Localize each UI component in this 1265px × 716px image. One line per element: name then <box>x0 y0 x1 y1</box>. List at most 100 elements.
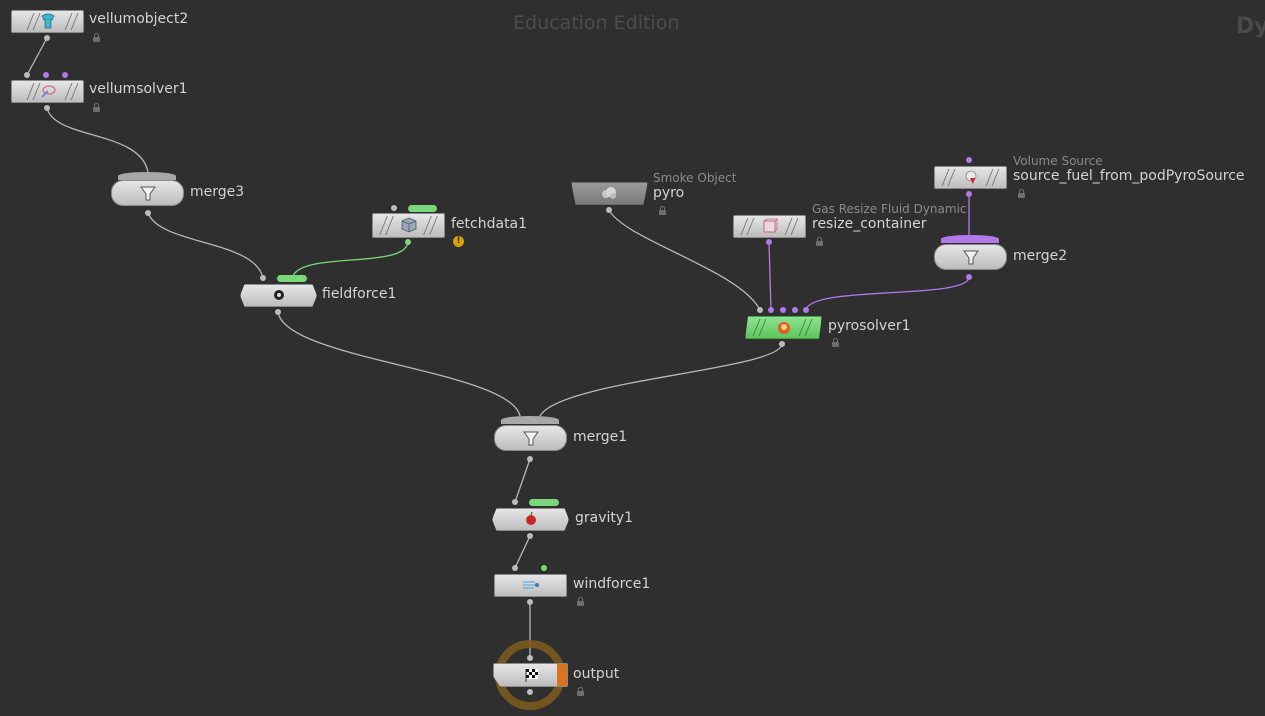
output-connector[interactable] <box>527 533 533 539</box>
output-connector[interactable] <box>527 689 533 695</box>
input-connector[interactable] <box>527 655 533 661</box>
input-bar[interactable] <box>408 205 437 212</box>
output-connector[interactable] <box>766 239 772 245</box>
wire-vellumsolver1-merge3 <box>46 107 149 173</box>
lock-icon[interactable] <box>93 33 100 42</box>
node-label: pyro <box>653 185 685 201</box>
node-body[interactable] <box>745 316 822 339</box>
funnel-icon <box>522 429 540 447</box>
display-flag[interactable] <box>557 664 567 686</box>
node-label: gravity1 <box>575 510 634 526</box>
output-connector[interactable] <box>44 35 50 41</box>
output-connector[interactable] <box>405 239 411 245</box>
output-connector[interactable] <box>966 191 972 197</box>
input-connector[interactable] <box>780 307 786 313</box>
cube-icon <box>400 217 418 233</box>
node-label: output <box>573 666 620 682</box>
node-label: merge1 <box>573 429 628 445</box>
wire-gravity1-windforce1 <box>514 535 531 569</box>
output-connector[interactable] <box>44 105 50 111</box>
fire-icon <box>775 319 793 335</box>
node-label: fetchdata1 <box>451 216 528 232</box>
node-label: source_fuel_from_podPyroSource <box>1013 168 1245 184</box>
input-connector[interactable] <box>966 157 972 163</box>
field-icon <box>270 287 288 303</box>
node-body[interactable] <box>733 215 806 238</box>
input-connector[interactable] <box>768 307 774 313</box>
node-label: merge3 <box>190 184 245 200</box>
lock-icon[interactable] <box>577 597 584 606</box>
funnel-icon <box>962 248 980 266</box>
merge-input-bar[interactable] <box>501 416 559 424</box>
wire-resize-pyrosolver1 <box>768 241 772 311</box>
input-connector[interactable] <box>43 72 49 78</box>
node-body[interactable] <box>571 182 648 205</box>
node-type-label: Gas Resize Fluid Dynamic <box>812 202 967 216</box>
node-label: vellumobject2 <box>89 11 189 27</box>
wire-pyro-pyrosolver1 <box>608 209 761 311</box>
lock-icon[interactable] <box>1018 189 1025 198</box>
node-body[interactable] <box>11 80 84 103</box>
merge-input-bar[interactable] <box>941 235 999 243</box>
input-connector[interactable] <box>512 565 518 571</box>
node-label: vellumsolver1 <box>89 81 188 97</box>
output-connector[interactable] <box>275 309 281 315</box>
vellum-solver-icon <box>39 83 57 99</box>
node-type-label: Smoke Object <box>653 171 737 185</box>
smoke-icon <box>600 185 618 201</box>
node-body[interactable] <box>934 166 1007 189</box>
shirt-icon <box>39 13 57 29</box>
lock-icon[interactable] <box>577 687 584 696</box>
merge-input-bar[interactable] <box>118 172 176 180</box>
volume-source-icon <box>962 169 980 185</box>
lock-icon[interactable] <box>832 338 839 347</box>
node-body[interactable] <box>494 574 567 597</box>
node-type-label: Volume Source <box>1013 154 1103 168</box>
node-label: windforce1 <box>573 576 651 592</box>
warning-icon[interactable]: ! <box>453 236 464 247</box>
node-label: merge2 <box>1013 248 1068 264</box>
node-body[interactable] <box>492 508 569 531</box>
output-connector[interactable] <box>145 210 151 216</box>
input-connector[interactable] <box>62 72 68 78</box>
apple-icon <box>522 511 540 527</box>
input-connector[interactable] <box>260 275 266 281</box>
wire-merge2-pyrosolver1 <box>805 276 970 311</box>
lock-icon[interactable] <box>659 206 666 215</box>
output-connector[interactable] <box>606 207 612 213</box>
input-bar[interactable] <box>277 275 307 282</box>
node-label: resize_container <box>812 216 927 232</box>
box-icon <box>761 218 779 234</box>
input-connector[interactable] <box>391 205 397 211</box>
funnel-icon <box>139 184 157 202</box>
wire-merge1-gravity1 <box>514 458 531 503</box>
input-connector[interactable] <box>24 72 30 78</box>
education-edition-watermark: Education Edition <box>513 12 680 34</box>
node-label: fieldforce1 <box>322 286 397 302</box>
wire-fieldforce1-merge1 <box>277 311 521 417</box>
node-body[interactable] <box>372 213 445 238</box>
input-connector[interactable] <box>541 565 547 571</box>
input-connector[interactable] <box>803 307 809 313</box>
input-connector[interactable] <box>512 499 518 505</box>
output-connector[interactable] <box>779 341 785 347</box>
wire-merge3-fieldforce1 <box>147 212 264 279</box>
node-body[interactable] <box>111 180 184 206</box>
input-connector[interactable] <box>757 307 763 313</box>
output-connector[interactable] <box>527 599 533 605</box>
node-body[interactable] <box>494 425 567 451</box>
output-connector[interactable] <box>527 456 533 462</box>
input-bar[interactable] <box>529 499 559 506</box>
node-label: pyrosolver1 <box>828 318 911 334</box>
node-body[interactable] <box>493 663 568 687</box>
output-connector[interactable] <box>966 274 972 280</box>
input-connector[interactable] <box>792 307 798 313</box>
node-body[interactable] <box>934 244 1007 270</box>
wire-vellumobject2-vellumsolver1 <box>26 37 48 76</box>
node-body[interactable] <box>240 284 317 307</box>
lock-icon[interactable] <box>816 237 823 246</box>
node-body[interactable] <box>11 10 84 33</box>
lock-icon[interactable] <box>93 103 100 112</box>
wind-icon <box>521 577 541 593</box>
